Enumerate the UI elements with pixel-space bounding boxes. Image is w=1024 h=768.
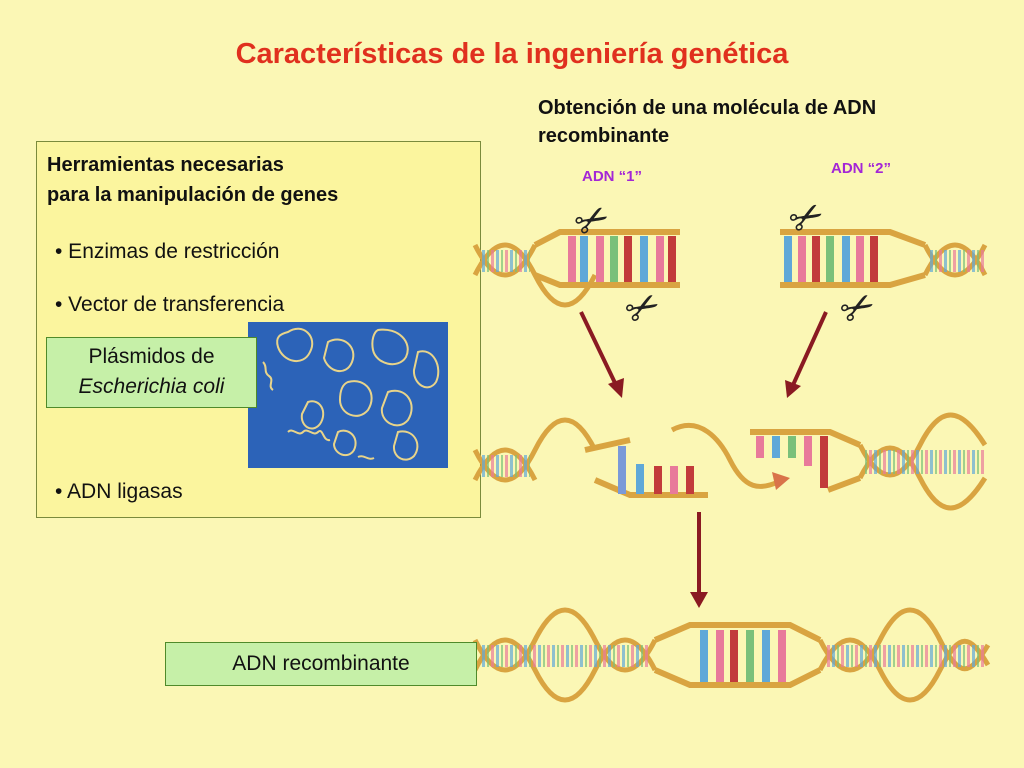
cut-dna-fragment-left [472,417,708,498]
moving-fragment-arrow [670,422,790,490]
dna-1-base-pairs [568,236,676,282]
dna-2-base-pairs [784,236,878,282]
diagram-subtitle: Obtención de una molécula de ADN recombi… [538,94,1008,150]
scissors-icon: ✂ [618,281,669,336]
scissors-icon: ✂ [833,281,884,336]
plasmid-label-line-2: Escherichia coli [78,375,225,398]
tool-item-restriction-enzymes: • Enzimas de restricción [55,240,280,263]
dna-1-helix [472,229,680,308]
recombinant-dna-helix [472,607,991,703]
arrow-down-icon [785,311,828,398]
tools-heading-line-2: para la manipulación de genes [47,184,339,206]
tools-heading: Herramientas necesarias para la manipula… [47,150,338,210]
tool-item-transfer-vector: • Vector de transferencia [55,293,285,316]
recombinant-dna-label: ADN recombinante [165,642,477,686]
subtitle-line-2: recombinante [538,125,670,147]
dna-2-helix [780,229,988,288]
arrow-down-icon [579,311,624,398]
tool-item-dna-ligases: • ADN ligasas [55,480,183,503]
dna-2-label: ADN “2” [831,160,892,177]
dna-1-label: ADN “1” [582,168,643,185]
cut-dna-fragment-right [750,412,988,511]
plasmid-micrograph [248,322,448,468]
arrow-down-icon [690,512,708,608]
subtitle-line-1: Obtención de una molécula de ADN [538,97,877,119]
plasmid-label-box: Plásmidos de Escherichia coli [46,337,257,408]
plasmid-label-line-1: Plásmidos de [88,345,215,368]
slide-title: Características de la ingeniería genétic… [235,38,789,70]
tools-heading-line-1: Herramientas necesarias [47,154,284,176]
